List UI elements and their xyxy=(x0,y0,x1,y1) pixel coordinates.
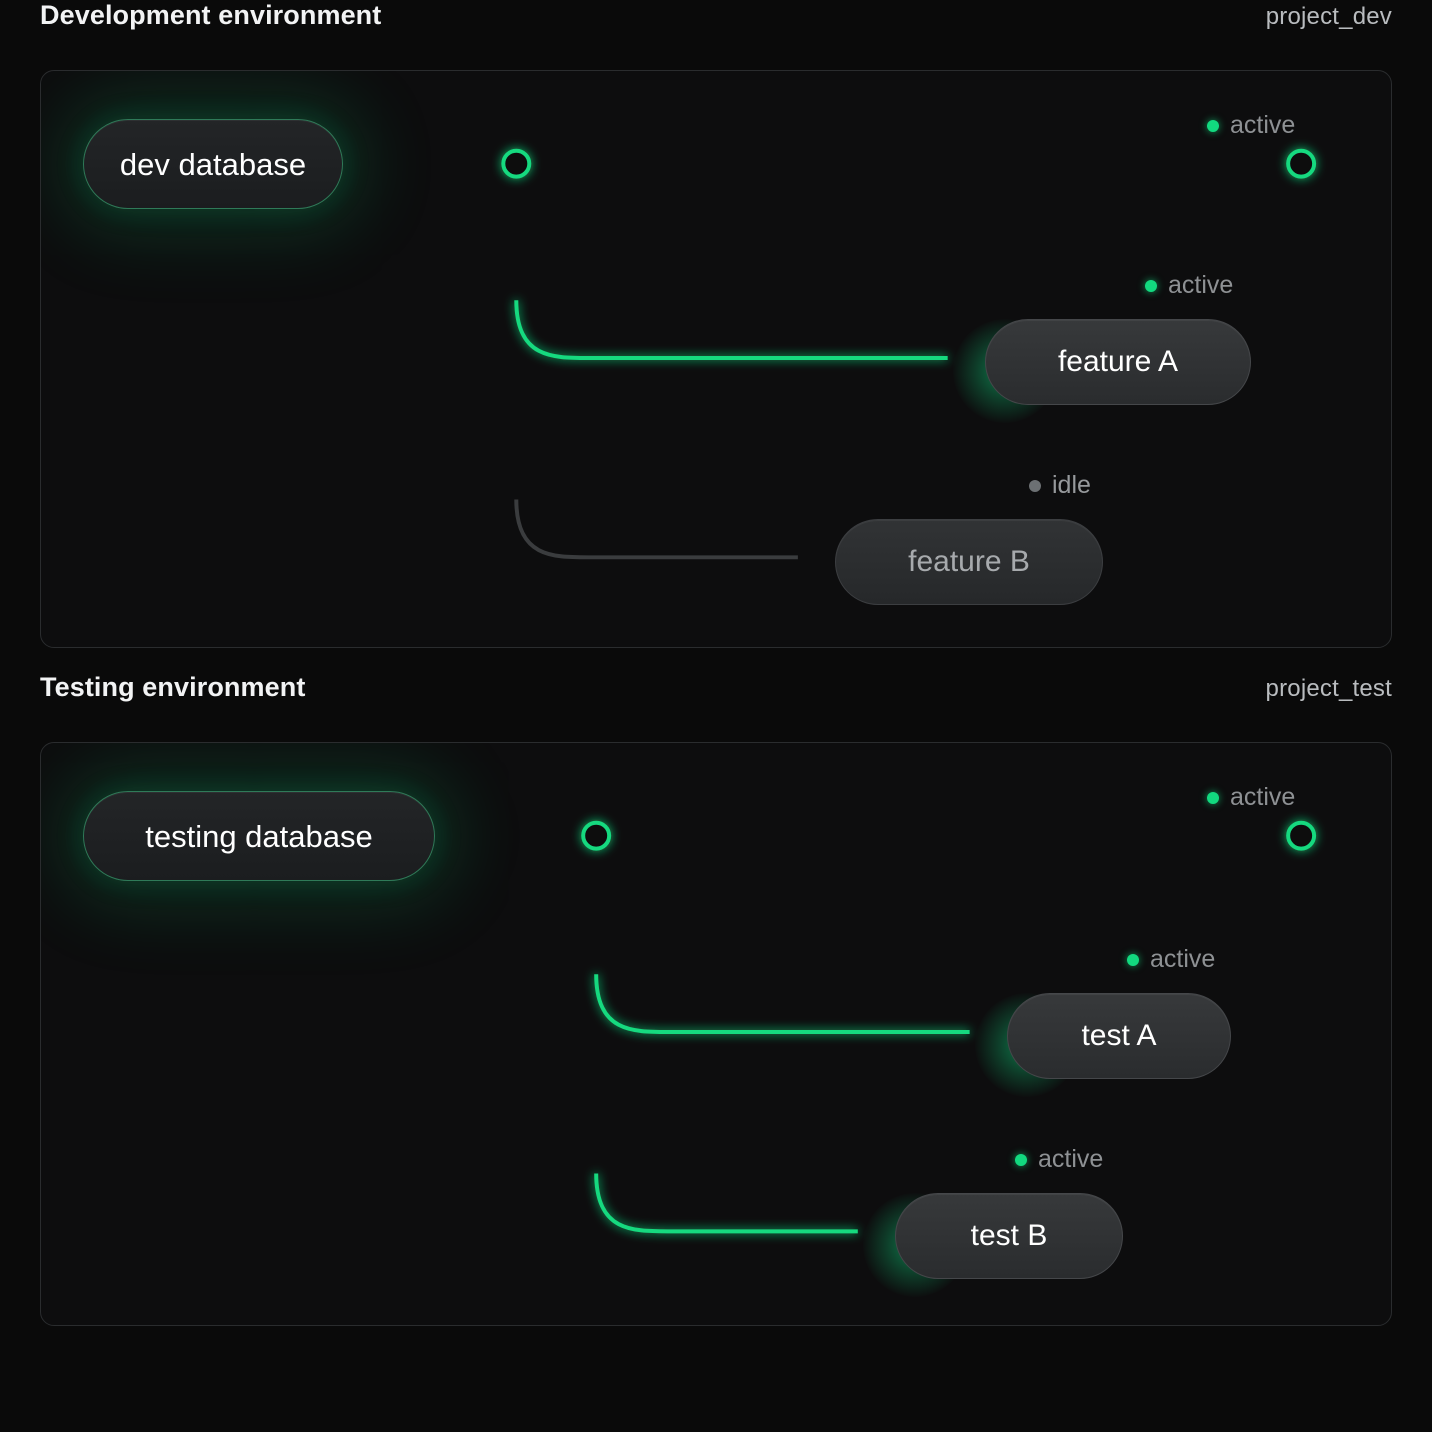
project-name-development: project_dev xyxy=(1265,3,1392,30)
wire-terminal-development[interactable] xyxy=(1286,148,1317,179)
node-test-b[interactable]: test B xyxy=(895,1193,1123,1279)
status-badge-test-b: active xyxy=(1015,1147,1103,1172)
status-label: idle xyxy=(1052,471,1091,499)
status-badge-test-a: active xyxy=(1127,947,1215,972)
node-label: feature B xyxy=(908,545,1030,578)
status-label: active xyxy=(1230,111,1296,139)
wire-branch-test-a xyxy=(594,974,970,1034)
node-test-a[interactable]: test A xyxy=(1007,993,1231,1079)
status-badge-feature-a: active xyxy=(1145,273,1233,298)
status-badge-trunk-testing: active xyxy=(1207,785,1295,810)
node-label: feature A xyxy=(1057,345,1179,378)
node-label: testing database xyxy=(145,818,373,854)
status-dot-icon xyxy=(1145,279,1157,292)
status-label: active xyxy=(1150,945,1216,973)
page-title-development: Development environment xyxy=(40,0,382,30)
environment-panel-development: active dev database active feature A idl… xyxy=(40,70,1392,648)
status-dot-icon xyxy=(1015,1153,1027,1166)
wire-terminal-testing[interactable] xyxy=(1286,820,1317,851)
wire-branch-test-b xyxy=(594,1173,858,1234)
node-label: test A xyxy=(1081,1019,1157,1052)
node-feature-a[interactable]: feature A xyxy=(985,319,1251,405)
status-dot-icon xyxy=(1029,479,1041,492)
connection-wires-development xyxy=(342,148,1317,560)
wire-branch-feature-b xyxy=(514,499,798,560)
project-name-testing: project_test xyxy=(1265,675,1392,702)
status-dot-icon xyxy=(1127,953,1139,966)
section-header-testing: Testing environment project_test xyxy=(40,672,1392,742)
node-dev-database[interactable]: dev database xyxy=(83,119,343,209)
node-testing-database[interactable]: testing database xyxy=(83,791,435,881)
node-label: dev database xyxy=(119,146,307,182)
status-badge-feature-b: idle xyxy=(1029,473,1091,498)
status-dot-icon xyxy=(1207,119,1219,132)
node-feature-b[interactable]: feature B xyxy=(835,519,1103,605)
status-label: active xyxy=(1038,1145,1104,1173)
connection-wires-testing xyxy=(434,820,1317,1234)
status-label: active xyxy=(1230,783,1296,811)
environment-panel-testing: active testing database active test A ac… xyxy=(40,742,1392,1326)
wire-junction-testing[interactable] xyxy=(581,820,612,851)
wire-branch-feature-a xyxy=(514,300,948,360)
status-badge-trunk-development: active xyxy=(1207,113,1295,138)
wire-junction-development[interactable] xyxy=(501,148,532,179)
section-header-development: Development environment project_dev xyxy=(40,0,1392,70)
node-label: test B xyxy=(970,1219,1048,1252)
status-label: active xyxy=(1168,271,1234,299)
status-dot-icon xyxy=(1207,791,1219,804)
page-title-testing: Testing environment xyxy=(40,672,306,702)
